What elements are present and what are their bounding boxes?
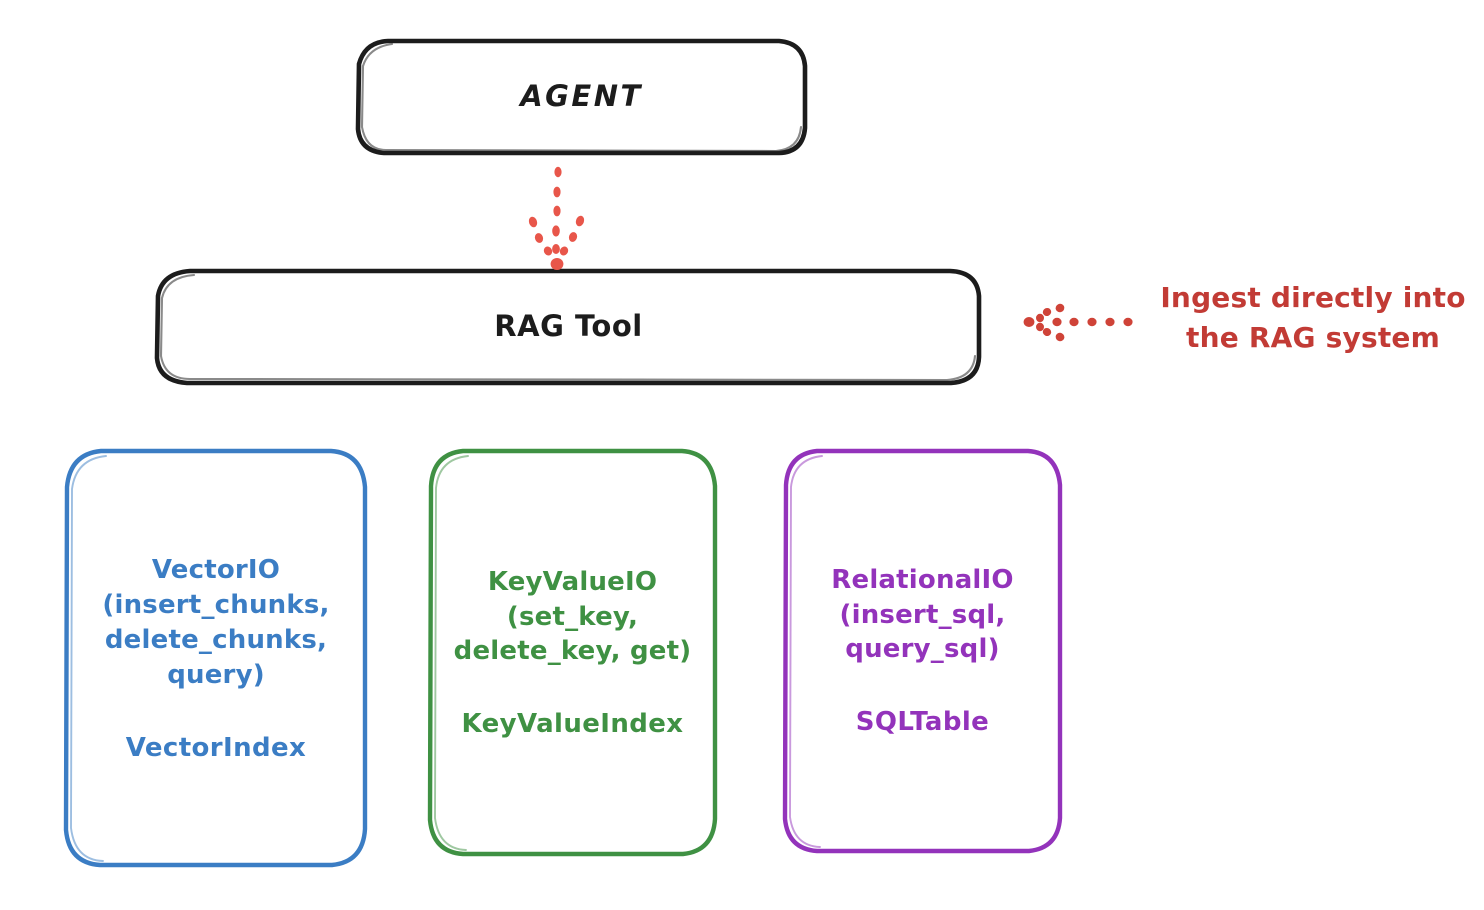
node-keyvalue-io-content: KeyValueIO (set_key, delete_key, get) Ke… [430, 565, 715, 739]
agent-to-rag-dotted-arrow [528, 166, 585, 270]
ingest-annotation-text: Ingest directly into the RAG system [1160, 281, 1466, 354]
ingest-dotted-arrow [1023, 303, 1133, 342]
node-vector-io-index-label: VectorIndex [125, 732, 307, 763]
agent-box-outline [355, 38, 808, 156]
node-relational-io-api-label: RelationalIO (insert_sql, query_sql) [831, 564, 1014, 665]
keyvalue-box-outline [427, 448, 718, 857]
rag-tool-box-outline [154, 268, 982, 386]
node-relational-io-content: RelationalIO (insert_sql, query_sql) SQL… [785, 563, 1060, 737]
node-vector-io[interactable]: VectorIO (insert_chunks, delete_chunks, … [66, 450, 366, 866]
vector-box-outline [63, 448, 368, 868]
node-agent[interactable]: AGENT [357, 40, 806, 153]
node-rag-tool-label: RAG Tool [494, 308, 643, 343]
node-keyvalue-io-index-label: KeyValueIndex [461, 709, 684, 740]
node-vector-io-content: VectorIO (insert_chunks, delete_chunks, … [66, 553, 366, 762]
node-rag-tool[interactable]: RAG Tool [157, 270, 980, 383]
node-keyvalue-io-api-label: KeyValueIO (set_key, delete_key, get) [453, 566, 692, 667]
node-relational-io-index-label: SQLTable [855, 707, 990, 738]
relational-box-outline [782, 448, 1063, 854]
node-relational-io[interactable]: RelationalIO (insert_sql, query_sql) SQL… [785, 450, 1060, 850]
node-agent-label: AGENT [520, 78, 643, 113]
node-keyvalue-io[interactable]: KeyValueIO (set_key, delete_key, get) Ke… [430, 450, 715, 854]
node-vector-io-api-label: VectorIO (insert_chunks, delete_chunks, … [102, 555, 330, 690]
